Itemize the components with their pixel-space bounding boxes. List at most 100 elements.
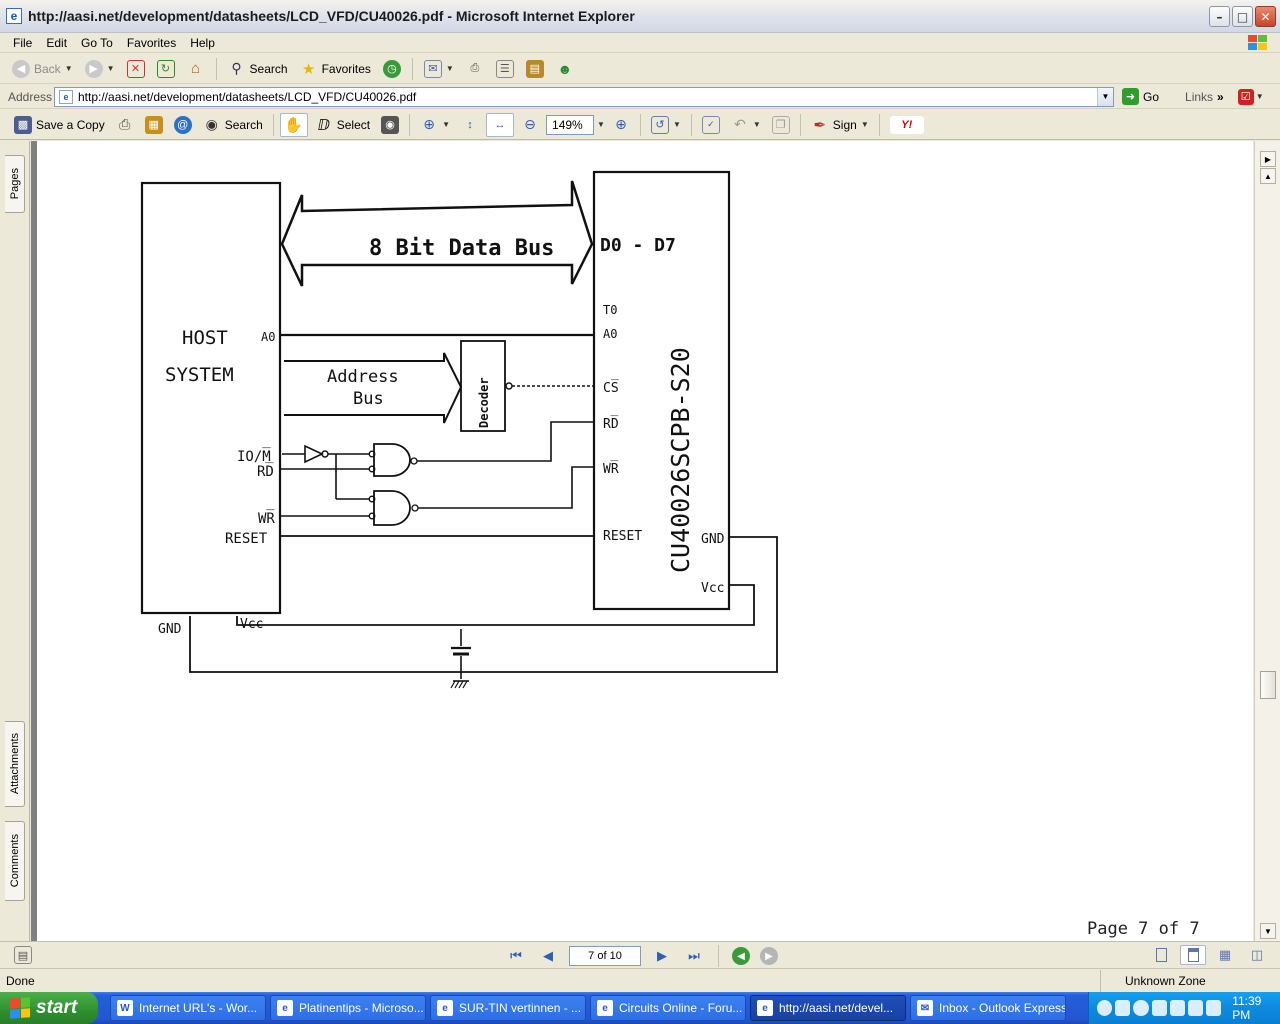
- mail-button[interactable]: ✉▼: [420, 57, 458, 81]
- messenger-button[interactable]: ☻: [552, 57, 578, 81]
- links-toolbar[interactable]: Links »: [1185, 90, 1224, 104]
- undo-button[interactable]: ↶ ▼: [727, 113, 765, 137]
- organizer-button[interactable]: ▦: [141, 113, 167, 137]
- address-input[interactable]: [78, 89, 1088, 104]
- nav-pane-toggle-button[interactable]: ▶: [1260, 151, 1276, 167]
- pdf-page: 8 Bit Data Bus HOST SYSTEM A0 IO/M̅ RD̅ …: [37, 141, 1253, 941]
- task-label: Platinentips - Microso...: [299, 1001, 424, 1015]
- continuous-page-button[interactable]: [1180, 945, 1206, 965]
- fit-width-button[interactable]: ↔: [486, 112, 515, 137]
- acrobat-addin-button[interactable]: ☑ ▼: [1237, 88, 1264, 105]
- last-page-button[interactable]: ⏭: [683, 946, 705, 966]
- volume-icon[interactable]: [1187, 1000, 1204, 1016]
- scroll-up-button[interactable]: ▲: [1260, 168, 1276, 184]
- network-icon[interactable]: [1115, 1000, 1131, 1016]
- tab-attachments[interactable]: Attachments: [5, 721, 25, 807]
- previous-view-button[interactable]: ◀: [732, 947, 750, 965]
- menu-favorites[interactable]: Favorites: [126, 35, 177, 50]
- tab-comments[interactable]: Comments: [5, 821, 25, 901]
- previous-page-button[interactable]: ◀: [537, 946, 559, 966]
- home-button[interactable]: ⌂: [183, 57, 209, 81]
- host-io-m-label: IO/M̅: [237, 447, 271, 465]
- zoom-in-button[interactable]: ⊕: [608, 113, 634, 137]
- sign-button[interactable]: ✒ Sign ▼: [807, 113, 873, 137]
- zoom-out-button[interactable]: ⊖: [517, 113, 543, 137]
- first-page-button[interactable]: ⏮: [505, 946, 527, 966]
- continuous-facing-button[interactable]: ◫: [1244, 945, 1270, 965]
- yahoo-button[interactable]: Y!: [886, 113, 928, 137]
- print-pdf-button[interactable]: ⎙: [112, 113, 138, 137]
- address-field[interactable]: e ▼: [54, 86, 1114, 107]
- vertical-scrollbar[interactable]: ▶ ▲ ▼: [1254, 141, 1280, 941]
- fit-height-button[interactable]: ↕: [457, 113, 483, 137]
- acrobat-toolbar: ▩ Save a Copy ⎙ ▦ @ ◉ Search ✋ ⅅ Select …: [0, 110, 1280, 140]
- page-footer: Page 7 of 7: [1087, 919, 1200, 939]
- forward-button[interactable]: ▶ ▼: [81, 57, 119, 81]
- antivirus-icon[interactable]: [1169, 1000, 1185, 1016]
- spell-check-button[interactable]: ✓: [698, 113, 724, 137]
- pdf-search-button[interactable]: ◉ Search: [199, 113, 267, 137]
- document-viewport[interactable]: 8 Bit Data Bus HOST SYSTEM A0 IO/M̅ RD̅ …: [31, 141, 1253, 941]
- task-label: Internet URL's - Wor...: [139, 1001, 258, 1015]
- calendar-icon[interactable]: [1206, 1000, 1222, 1016]
- save-copy-button[interactable]: ▩ Save a Copy: [10, 113, 109, 137]
- task-outlook-express[interactable]: ✉Inbox - Outlook Express: [910, 995, 1066, 1021]
- page-number-input[interactable]: [575, 950, 635, 962]
- go-button[interactable]: ➜ Go: [1122, 88, 1159, 105]
- clock: 11:39 PM: [1232, 994, 1262, 1022]
- single-page-button[interactable]: [1148, 945, 1174, 965]
- menu-help[interactable]: Help: [190, 35, 215, 50]
- tab-pages[interactable]: Pages: [5, 155, 25, 213]
- page-properties-icon[interactable]: ▤: [14, 946, 32, 964]
- camera-icon: ◉: [381, 115, 400, 134]
- toolbar-separator: [878, 113, 880, 136]
- window-controls: – □ ✕: [1209, 6, 1276, 27]
- minimize-button[interactable]: –: [1209, 6, 1230, 27]
- tray-expand-icon[interactable]: [1097, 1000, 1113, 1016]
- menu-edit[interactable]: Edit: [46, 35, 68, 50]
- print-button[interactable]: ⎙: [462, 57, 488, 81]
- rotate-view-button[interactable]: ↺ ▼: [647, 113, 685, 137]
- maximize-button[interactable]: □: [1232, 6, 1253, 27]
- back-label: Back: [34, 61, 61, 76]
- scroll-down-button[interactable]: ▼: [1260, 923, 1276, 939]
- discuss-button[interactable]: ▤: [522, 57, 548, 81]
- menu-go-to[interactable]: Go To: [81, 35, 113, 50]
- next-view-button[interactable]: ▶: [760, 947, 778, 965]
- address-dropdown[interactable]: ▼: [1097, 87, 1113, 106]
- back-button[interactable]: ◀ Back ▼: [8, 57, 77, 81]
- module-rd-label: RD̅: [603, 416, 619, 432]
- close-button[interactable]: ✕: [1255, 6, 1276, 27]
- menu-file[interactable]: File: [13, 35, 33, 50]
- stop-button[interactable]: ✕: [123, 57, 149, 81]
- snapshot-button[interactable]: ◉: [377, 113, 403, 137]
- hand-tool-button[interactable]: ✋: [279, 112, 308, 137]
- start-button[interactable]: start: [0, 992, 98, 1024]
- task-label: Circuits Online - Foru...: [619, 1001, 743, 1015]
- facing-pages-button[interactable]: ▦: [1212, 945, 1238, 965]
- page-number-field[interactable]: [569, 946, 641, 966]
- task-word-document[interactable]: W Internet URL's - Wor...: [110, 995, 266, 1021]
- edit-button[interactable]: ☰: [492, 57, 518, 81]
- zoom-field[interactable]: [546, 114, 595, 135]
- help-icon[interactable]: [1133, 1000, 1149, 1016]
- refresh-button[interactable]: ↻: [153, 57, 179, 81]
- zoom-input[interactable]: [552, 117, 593, 132]
- search-button[interactable]: ⚲ Search: [224, 57, 292, 81]
- history-button[interactable]: ◷: [379, 57, 405, 81]
- zoom-dropdown-chevron-icon[interactable]: ▼: [597, 120, 605, 129]
- tray-app-icon[interactable]: [1151, 1000, 1167, 1016]
- next-page-button[interactable]: ▶: [651, 946, 673, 966]
- select-tool-button[interactable]: ⅅ Select: [311, 113, 374, 137]
- email-pdf-button[interactable]: @: [170, 113, 196, 137]
- star-icon: ★: [301, 60, 316, 78]
- scroll-thumb[interactable]: [1260, 671, 1276, 699]
- copy-button[interactable]: ❐: [768, 113, 794, 137]
- zoom-in-tool-button[interactable]: ⊕ ▼: [416, 113, 454, 137]
- favorites-button[interactable]: ★ Favorites: [296, 57, 375, 81]
- word-icon: W: [117, 1000, 133, 1016]
